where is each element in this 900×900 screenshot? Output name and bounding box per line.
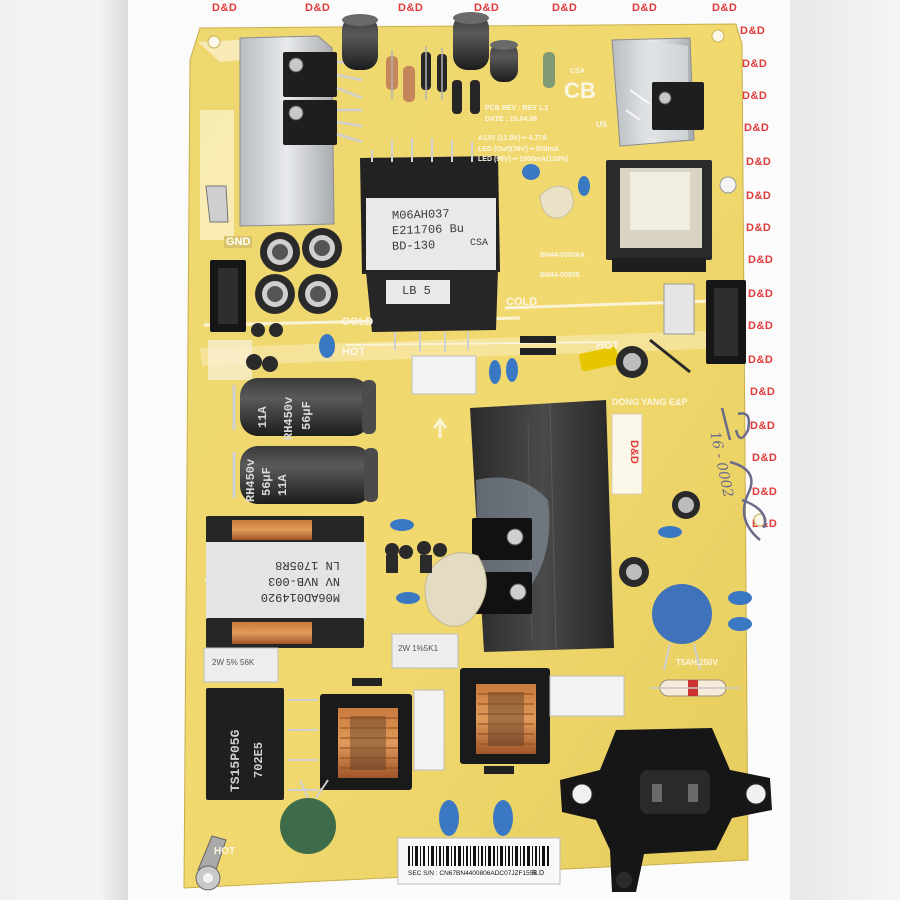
pcb-date: DATE : 15.04.08 — [485, 116, 538, 123]
watermark-22: D&D — [752, 486, 778, 498]
bn44-code-1: BN44-00806A — [540, 252, 585, 259]
watermark-19: D&D — [750, 386, 776, 398]
cold-label-right: COLD — [506, 296, 538, 308]
watermark-2: D&D — [305, 2, 331, 14]
bridge-rectifier-part: TS15P05G — [228, 729, 243, 792]
csa-mark: CSA — [570, 68, 585, 75]
watermark-4: D&D — [474, 2, 500, 14]
cb-mark: CB — [564, 78, 596, 103]
capacitor-2-code: 11A — [276, 474, 290, 496]
watermark-10: D&D — [742, 90, 768, 102]
capacitor-2-capacitance: 56µF — [260, 467, 274, 496]
cold-label-left: COLD — [342, 316, 374, 328]
us-mark: US — [596, 120, 608, 129]
hot-label-right: HOT — [596, 340, 620, 352]
watermark-15: D&D — [748, 254, 774, 266]
serial-number: SEC S/N : CN67BN4400806ADC07JZF1558 — [408, 870, 537, 877]
capacitor-1-capacitance: 56µF — [300, 401, 314, 430]
capacitor-1-code: 11A — [256, 406, 270, 428]
left-edge-shadow — [0, 0, 128, 900]
bridge-rectifier-code: 702E5 — [252, 741, 266, 778]
watermark-20: D&D — [750, 420, 776, 432]
transformer-bottom-label: LB 5 — [402, 284, 431, 298]
watermark-13: D&D — [746, 190, 772, 202]
watermark-1: D&D — [212, 2, 238, 14]
transformer-model: BD-130 — [391, 238, 436, 254]
right-edge — [790, 0, 900, 900]
hot-label-bottom: HOT — [214, 846, 236, 857]
power-resistor-1: 2W 5% 56K — [212, 658, 255, 667]
watermark-17: D&D — [748, 320, 774, 332]
transformer-code: E211706 Bu — [391, 221, 465, 239]
watermark-12: D&D — [746, 156, 772, 168]
watermark-16: D&D — [748, 288, 774, 300]
watermark-8: D&D — [740, 25, 766, 37]
watermark-14: D&D — [746, 222, 772, 234]
power-resistor-2: 2W 1%5K1 — [398, 644, 439, 653]
watermark-6: D&D — [632, 2, 658, 14]
bn44-code-2: BN44-00805 — [540, 272, 580, 279]
watermark-18: D&D — [748, 354, 774, 366]
watermark-9: D&D — [742, 58, 768, 70]
capacitor-2-voltage: RH450v — [244, 458, 258, 502]
hot-label-left: HOT — [342, 346, 366, 358]
transformer-part-number: M06AH037 — [391, 206, 450, 224]
rating-led: LED (Out)(36V) ━ 500mA — [478, 146, 559, 153]
vendor-sticker: D&D — [628, 440, 640, 464]
barcode — [408, 846, 549, 866]
inductor-model: NV NVB-003 — [267, 574, 340, 588]
watermark-21: D&D — [752, 452, 778, 464]
rating-led-max: LED (96V) ━ 1000mA(120%) — [478, 156, 569, 163]
watermark-11: D&D — [744, 122, 770, 134]
fuse-rating: T5AH,250V — [676, 658, 718, 667]
watermark-7: D&D — [712, 2, 738, 14]
inductor-lot: LN 1705R8 — [275, 558, 340, 572]
pcb-rev: PCB REV : REV 1.2 — [485, 105, 549, 112]
manufacturer-label: DONG YANG E&P — [612, 397, 688, 407]
transformer-csa: CSA — [470, 238, 489, 249]
rating-a13v: A13V (12.8V) ━ 4.77A — [478, 135, 548, 142]
watermark-3: D&D — [398, 2, 424, 14]
serial-rev: R.D — [532, 870, 545, 877]
watermark-5: D&D — [552, 2, 578, 14]
capacitor-1-voltage: RH450v — [282, 396, 296, 440]
gnd-label: GND — [224, 236, 253, 248]
inductor-part-number: M06AD014920 — [260, 590, 340, 604]
